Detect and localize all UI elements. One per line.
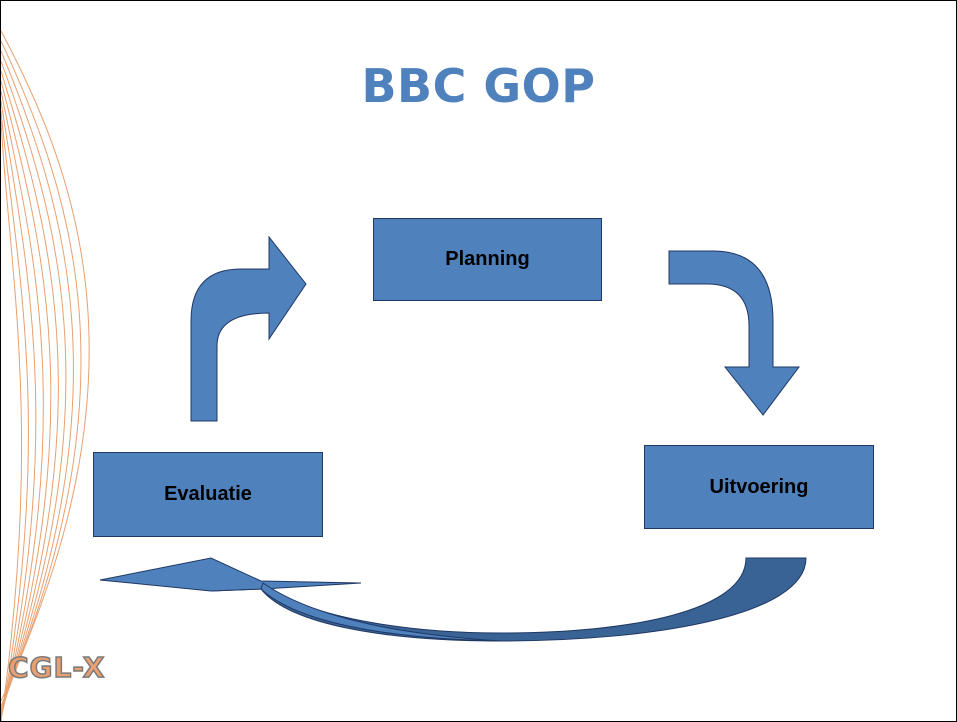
evaluatie-label: Evaluatie: [164, 483, 252, 505]
uitvoering-label: Uitvoering: [709, 475, 809, 498]
slide-title: BBC GOP: [361, 59, 596, 113]
cglx-logo: CGL-X: [7, 650, 106, 685]
arrow-evaluatie-to-planning-icon: [190, 235, 307, 422]
arrow-head-evaluatie-icon: [99, 557, 362, 592]
planning-box: Planning: [373, 218, 602, 301]
arrow-uitvoering-to-evaluatie-icon: [210, 557, 807, 642]
arrow-planning-to-uitvoering-icon: [668, 250, 800, 416]
evaluatie-box: Evaluatie: [93, 452, 323, 537]
planning-label: Planning: [445, 248, 530, 270]
decorative-wave-lines: [1, 30, 90, 721]
uitvoering-box: Uitvoering: [644, 445, 874, 529]
